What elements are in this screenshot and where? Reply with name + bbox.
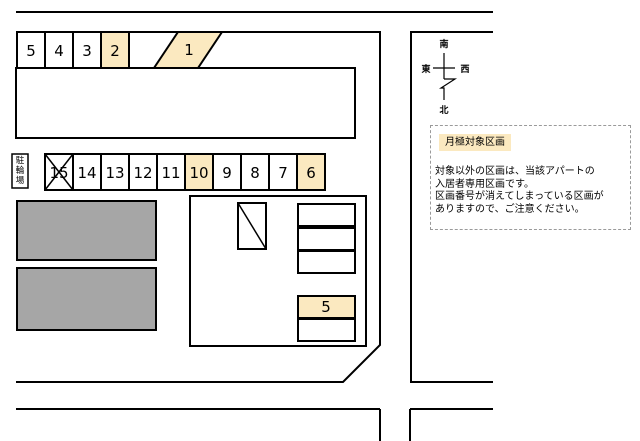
parking-slot: 3 <box>72 31 102 69</box>
lot-boundary <box>16 31 381 383</box>
slot-number: 7 <box>278 164 288 182</box>
parking-slot: 4 <box>44 31 74 69</box>
slot-number: 2 <box>110 42 120 60</box>
slot-number: 9 <box>222 164 232 182</box>
slot-box <box>156 153 186 191</box>
inner-parking-area <box>189 195 367 347</box>
parking-slot: 15 <box>44 153 74 191</box>
slot-box <box>100 31 130 69</box>
slot-number: 13 <box>105 164 124 182</box>
compass-needle-bottom <box>438 78 458 100</box>
right-stack-slots: 5 <box>297 203 356 342</box>
parking-slot: 7 <box>268 153 298 191</box>
slot-box <box>297 203 356 227</box>
slot-box <box>268 153 298 191</box>
legend-note: 対象以外の区画は、当該アパートの 入居者専用区画です。 区画番号が消えてしまって… <box>435 166 630 216</box>
side-road-block <box>410 31 493 383</box>
slot-number: 10 <box>189 164 208 182</box>
parking-slot: 8 <box>240 153 270 191</box>
slot-cross <box>44 153 74 191</box>
small-slot-diagonal <box>237 202 267 250</box>
bicycle-parking-box <box>11 153 29 189</box>
slot-number: 4 <box>54 42 64 60</box>
parking-slot: 11 <box>156 153 186 191</box>
building-block-lower <box>16 267 157 331</box>
parking-slot: 12 <box>128 153 158 191</box>
slot-box <box>296 153 326 191</box>
parking-slot-slanted: 1 <box>152 31 224 69</box>
slot-number: 14 <box>77 164 96 182</box>
legend-line: 入居者専用区画です。 <box>435 178 534 190</box>
legend-line: ありますので、ご注意ください。 <box>435 203 585 215</box>
parking-slot: 14 <box>72 153 102 191</box>
compass-west: 西 <box>460 64 469 75</box>
slot-box <box>297 250 356 274</box>
parking-slot: 10 <box>184 153 214 191</box>
legend-line: 区画番号が消えてしまっている区画が <box>435 191 604 202</box>
slot-box <box>212 153 242 191</box>
parking-slot-horizontal <box>297 203 356 227</box>
slot-number: 5 <box>321 298 331 316</box>
slot-box <box>240 153 270 191</box>
compass: 南 東 西 北 <box>421 38 469 116</box>
parking-strip <box>15 67 356 139</box>
compass-north: 北 <box>439 104 448 116</box>
building-block-upper <box>16 200 157 261</box>
compass-east: 東 <box>421 63 430 75</box>
slot-number: 6 <box>306 164 316 182</box>
slot-number: 12 <box>133 164 152 182</box>
slot-box <box>44 31 74 69</box>
slot-number: 11 <box>161 164 180 182</box>
parking-slot-horizontal <box>297 318 356 342</box>
parking-slot-horizontal <box>297 227 356 251</box>
parking-slot-horizontal: 5 <box>297 295 356 319</box>
parking-slot-horizontal <box>297 250 356 274</box>
parking-slot: 9 <box>212 153 242 191</box>
bicycle-parking-label: 駐輪場 <box>16 155 25 186</box>
crossed-slot-small <box>237 202 267 250</box>
parking-slot: 5 <box>16 31 46 69</box>
parking-slot: 2 <box>100 31 130 69</box>
slot-box <box>297 318 356 342</box>
slot-box <box>297 227 356 251</box>
slot-number: 3 <box>82 42 92 60</box>
slot-number: 1 <box>184 41 194 59</box>
legend-box: 月極対象区画 対象以外の区画は、当該アパートの 入居者専用区画です。 区画番号が… <box>430 125 631 230</box>
parking-slot: 13 <box>100 153 130 191</box>
slot-box <box>128 153 158 191</box>
legend-line: 対象以外の区画は、当該アパートの <box>435 166 595 177</box>
legend-title: 月極対象区画 <box>439 134 511 151</box>
slot-number: 8 <box>250 164 260 182</box>
parking-slot: 6 <box>296 153 326 191</box>
compass-south: 南 <box>439 38 448 50</box>
slot-number: 5 <box>26 42 36 60</box>
